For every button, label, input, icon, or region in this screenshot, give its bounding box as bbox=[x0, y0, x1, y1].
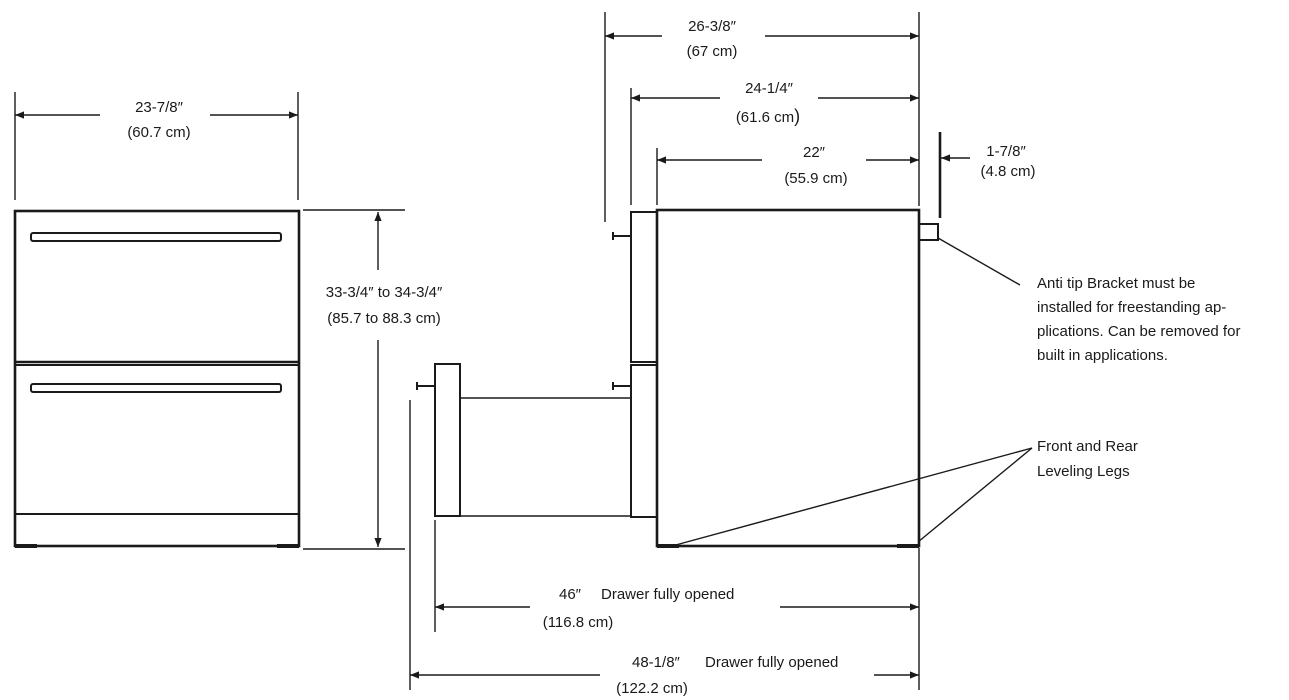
front-width-in: 23-7/8″ bbox=[135, 99, 184, 116]
opened-drawer-front bbox=[434, 363, 461, 517]
side-cabinet bbox=[655, 208, 921, 548]
depth-overall-in: 26-3/8″ bbox=[688, 18, 737, 35]
open-1-cm: (116.8 cm) bbox=[543, 614, 614, 631]
bracket-note-line-2: installed for freestanding ap- bbox=[1037, 299, 1226, 316]
open-2-in: 48-1/8″ bbox=[632, 654, 681, 671]
front-cabinet bbox=[13, 209, 301, 548]
depth-front-in: 24-1/4″ bbox=[745, 80, 794, 97]
open-2-label: Drawer fully opened bbox=[705, 654, 838, 671]
depth-cabinet-in: 22″ bbox=[803, 144, 826, 161]
bracket-depth-cm: (4.8 cm) bbox=[980, 163, 1035, 180]
bottom-drawer-front bbox=[630, 364, 658, 518]
legs-note-line-2: Leveling Legs bbox=[1037, 463, 1130, 480]
legs-note-line-1: Front and Rear bbox=[1037, 438, 1138, 455]
bracket-note-line-3: plications. Can be removed for bbox=[1037, 323, 1240, 340]
open-2-cm: (122.2 cm) bbox=[616, 680, 688, 697]
anti-tip-bracket bbox=[919, 223, 939, 241]
open-1-label: Drawer fully opened bbox=[601, 586, 734, 603]
notes: Anti tip Bracket must be installed for f… bbox=[671, 237, 1240, 547]
bracket-note-line-1: Anti tip Bracket must be bbox=[1037, 275, 1195, 292]
top-drawer-front bbox=[630, 211, 658, 363]
depth-cabinet-cm: (55.9 cm) bbox=[784, 170, 847, 187]
open-1-in: 46″ bbox=[559, 586, 582, 603]
side-view: 26-3/8″ (67 cm) 24-1/4″ (61.6 cm) 22″ (5… bbox=[409, 12, 1036, 697]
depth-overall-cm: (67 cm) bbox=[687, 43, 738, 60]
bracket-depth-in: 1-7/8″ bbox=[986, 143, 1026, 160]
bracket-note-line-4: built in applications. bbox=[1037, 347, 1168, 364]
front-view: 23-7/8″ (60.7 cm) 33-3/4″ to 34-3/4″ (85… bbox=[13, 92, 443, 550]
front-height-cm: (85.7 to 88.3 cm) bbox=[327, 310, 440, 327]
bottom-drawer-handle bbox=[30, 383, 282, 393]
depth-front-cm: (61.6 cm) bbox=[736, 106, 800, 126]
top-drawer-handle bbox=[30, 232, 282, 242]
front-width-cm: (60.7 cm) bbox=[127, 124, 190, 141]
front-height-in: 33-3/4″ to 34-3/4″ bbox=[326, 284, 443, 301]
